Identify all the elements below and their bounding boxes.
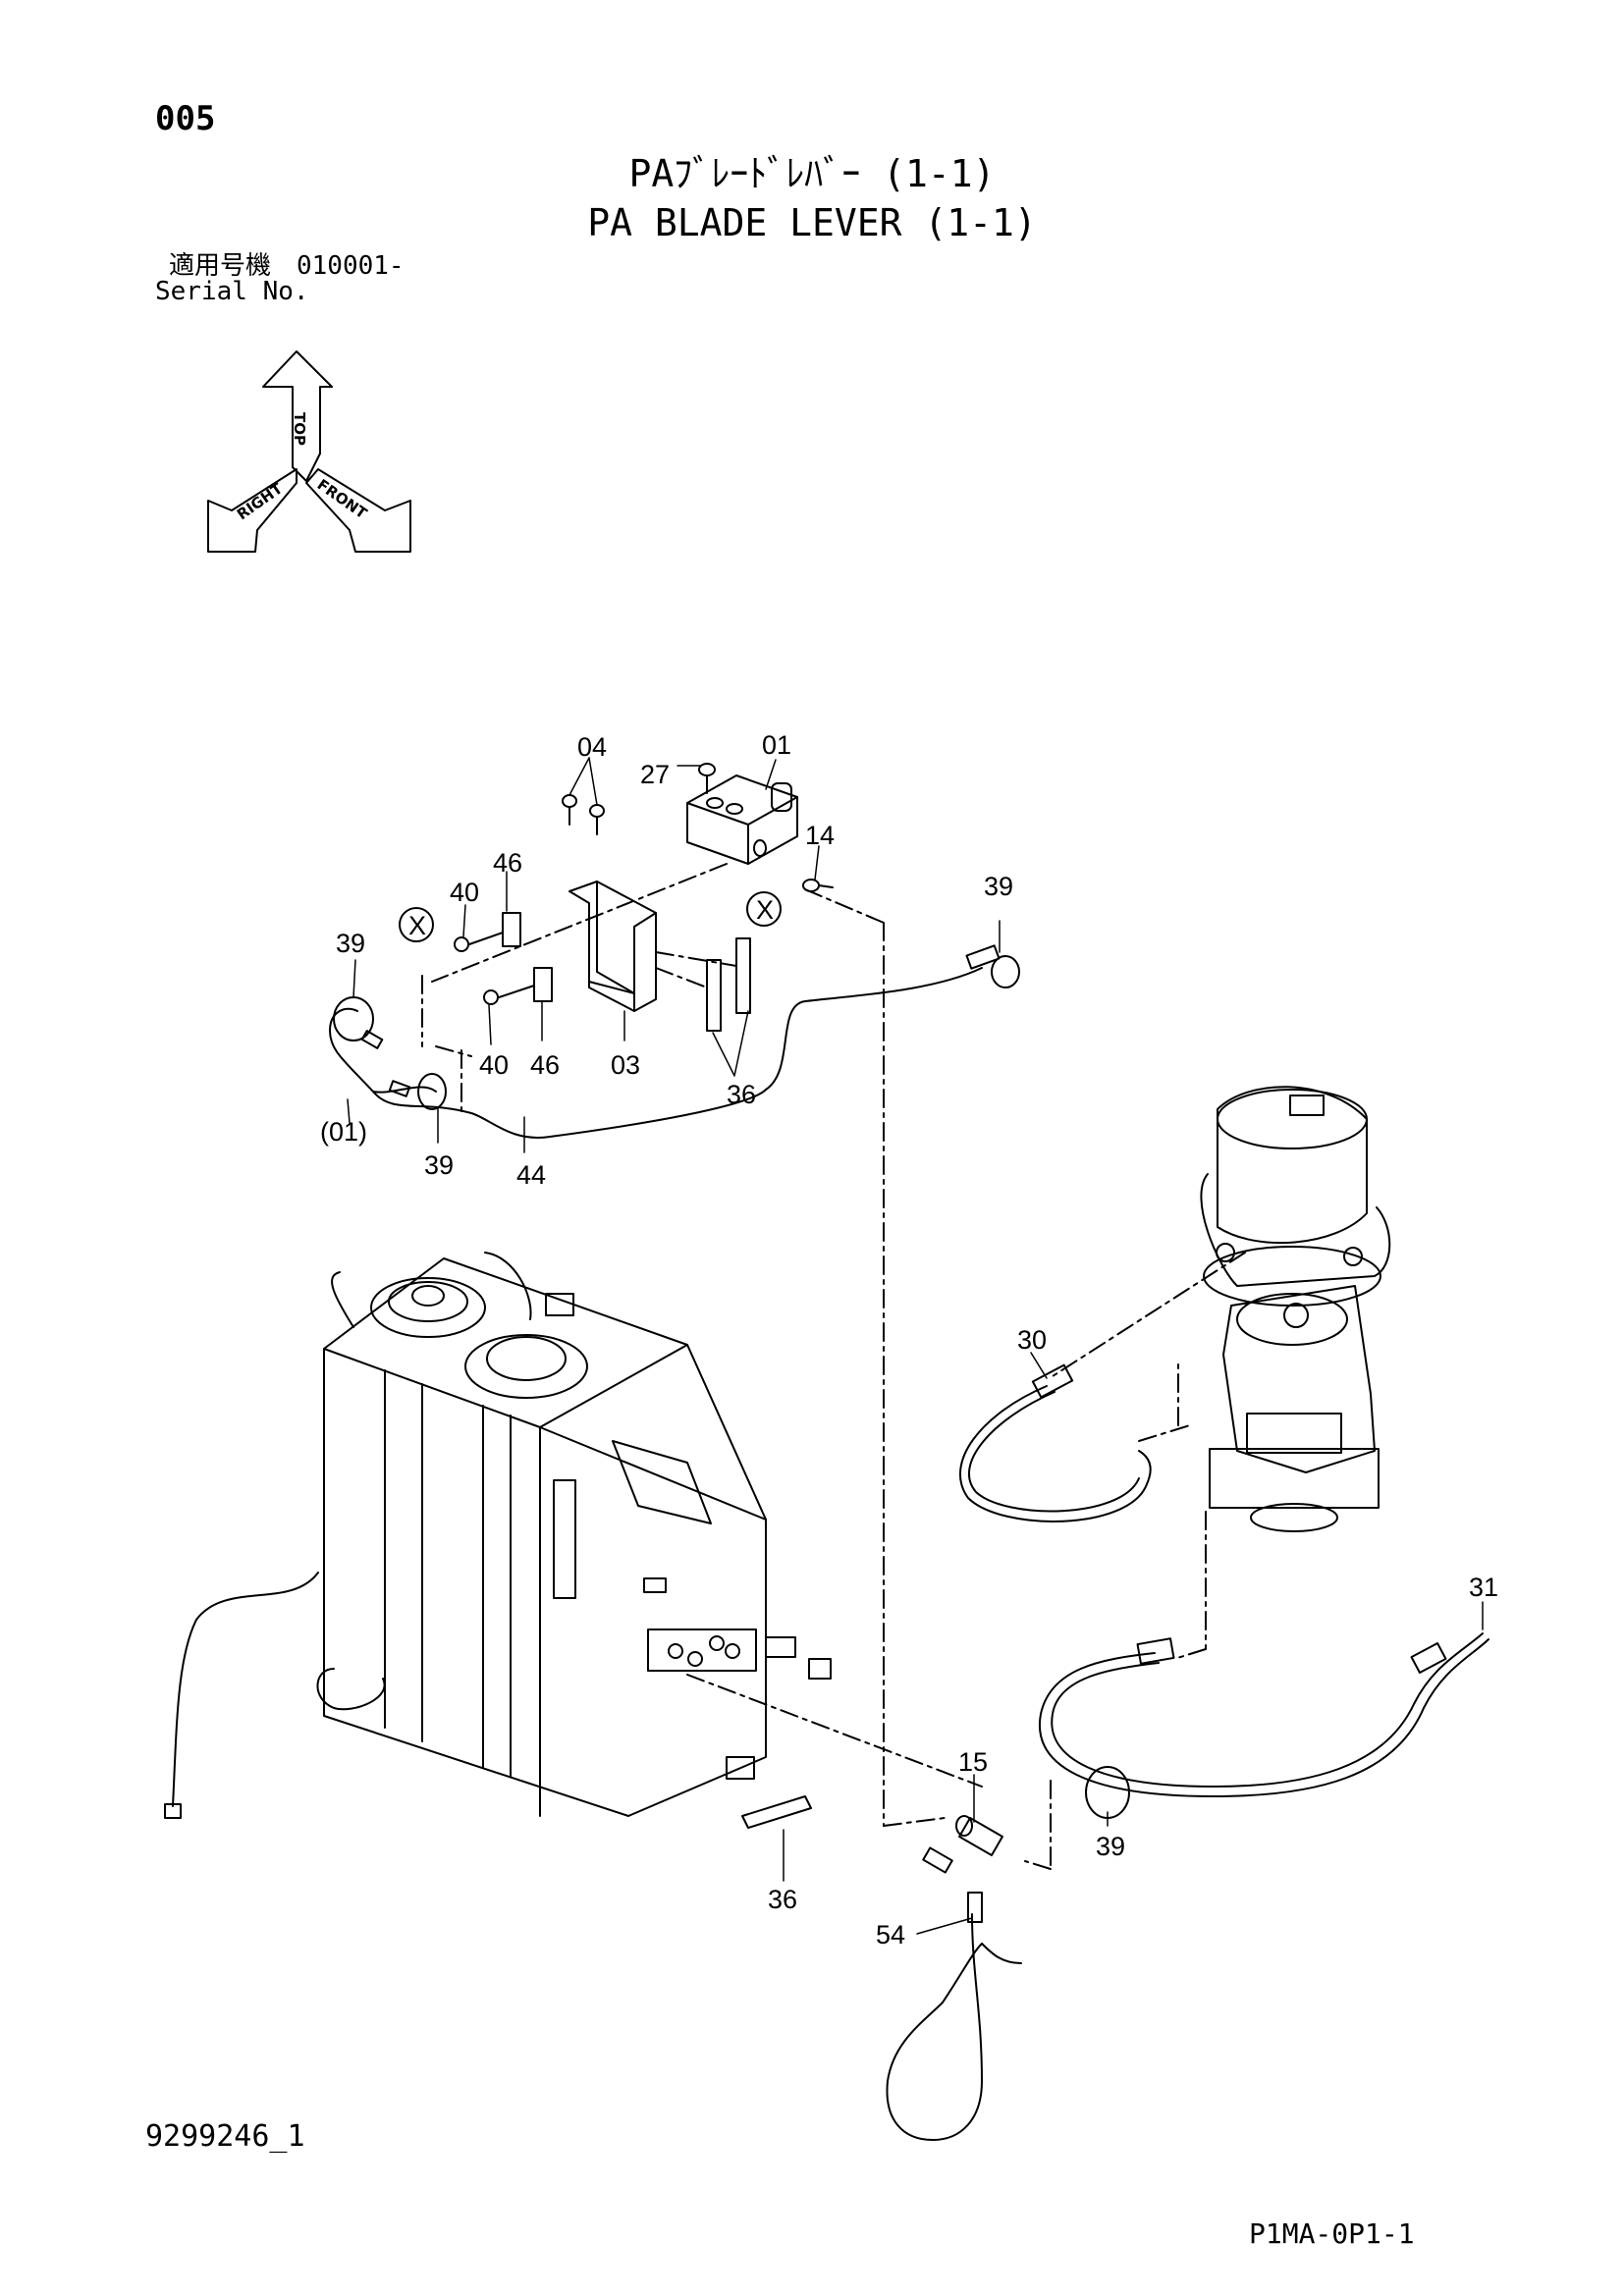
reference-circle-x-left — [399, 907, 434, 942]
reference-circles — [399, 891, 782, 942]
swing-motor — [1200, 1086, 1391, 1532]
reference-circle-x-right — [746, 891, 782, 927]
callout-30: 30 — [1017, 1325, 1047, 1355]
title-english: PA BLADE LEVER (1-1) — [587, 201, 1037, 244]
callout-39-left: 39 — [336, 929, 365, 958]
page-number: 005 — [155, 99, 216, 138]
callout-39-right: 39 — [984, 872, 1013, 901]
callout-leaders — [347, 757, 1484, 1935]
spacer-lower — [741, 1795, 812, 1829]
callout-01: 01 — [762, 730, 791, 760]
page-code: P1MA-0P1-1 — [1249, 2217, 1415, 2250]
hose-31 — [1038, 1632, 1489, 1819]
callout-14: 14 — [805, 821, 835, 850]
wire-harness — [329, 944, 1020, 1139]
orientation-top-label: TOP — [291, 412, 308, 446]
callout-46-lower: 46 — [530, 1050, 560, 1080]
reference-x-left: X — [408, 911, 426, 940]
orientation-up-arrow — [262, 350, 333, 482]
callout-36-lower: 36 — [768, 1885, 797, 1914]
hose-30 — [958, 1363, 1152, 1522]
leader-lines — [421, 863, 1246, 1870]
callout-03: 03 — [611, 1050, 640, 1080]
title-japanese: PAﾌﾞﾚｰﾄﾞﾚﾊﾞｰ (1-1) — [628, 152, 996, 195]
orientation-right-arrow — [305, 468, 411, 553]
callout-labels: 04 01 27 14 46 40 39 39 X X 40 46 03 36 … — [320, 730, 1498, 1949]
callout-31: 31 — [1469, 1573, 1498, 1602]
valve-assembly — [562, 763, 834, 892]
serial-label-english: Serial No. — [155, 277, 309, 306]
callout-40-lower: 40 — [479, 1050, 509, 1080]
callout-54: 54 — [876, 1920, 905, 1949]
callout-39-lower-left: 39 — [424, 1150, 454, 1180]
callout-15: 15 — [958, 1747, 988, 1777]
callout-27: 27 — [640, 760, 670, 789]
callout-39-lower-right: 39 — [1096, 1832, 1125, 1861]
reference-x-right: X — [756, 895, 774, 925]
callout-44: 44 — [516, 1160, 546, 1190]
callout-04: 04 — [577, 732, 607, 762]
callout-01-parenthesized: (01) — [320, 1117, 367, 1147]
orientation-left-arrow — [207, 468, 298, 553]
serial-label-japanese: 適用号機 010001- — [169, 251, 405, 281]
bracket-assembly — [454, 881, 751, 1032]
hydraulic-tank — [164, 1252, 832, 1819]
hose-54 — [886, 1815, 1022, 2141]
callout-36-upper: 36 — [727, 1080, 756, 1109]
orientation-indicator: TOP RIGHT FRONT — [207, 350, 411, 553]
callout-40-upper: 40 — [450, 878, 479, 907]
callout-46-upper: 46 — [493, 848, 522, 878]
orientation-right-label: RIGHT — [234, 479, 287, 523]
document-number: 9299246_1 — [145, 2119, 305, 2154]
